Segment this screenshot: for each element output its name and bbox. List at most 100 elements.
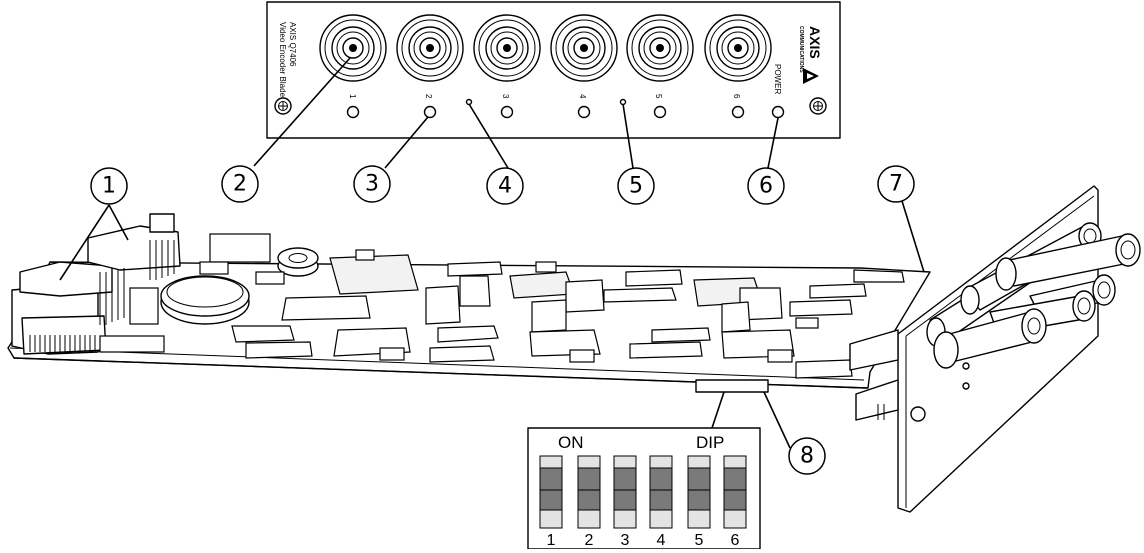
bnc-connector-1 <box>319 14 387 82</box>
chip <box>425 285 461 325</box>
channel-label-3: 3 <box>501 94 510 99</box>
dip-switch-box <box>527 427 761 550</box>
dip-number-1: 1 <box>547 532 556 549</box>
chip <box>329 254 419 295</box>
svg-text:4: 4 <box>498 174 512 199</box>
axis-logo: AXIS COMMUNICATIONS <box>798 26 823 84</box>
channel-label-1: 1 <box>348 94 357 99</box>
chip <box>245 341 313 359</box>
coin-battery <box>160 275 250 325</box>
screw-icon <box>809 97 827 115</box>
reset-button-hole <box>619 98 627 106</box>
leader-lines <box>59 57 925 281</box>
chip <box>625 269 683 287</box>
chip <box>565 279 605 313</box>
edge-connector <box>11 213 181 355</box>
svg-text:AXIS: AXIS <box>807 26 823 59</box>
chip <box>795 359 853 379</box>
dip-label: DIP <box>696 433 724 452</box>
chip <box>767 349 793 363</box>
status-led-6 <box>731 105 745 119</box>
dip-number-2: 2 <box>585 532 594 549</box>
dip-on-label: ON <box>558 433 584 452</box>
leader-line <box>763 391 791 449</box>
chip <box>429 345 495 363</box>
channel-label-2: 2 <box>424 94 433 99</box>
circuit-board <box>7 213 931 393</box>
status-led-2 <box>423 105 437 119</box>
chip <box>231 325 295 343</box>
model-name-label: AXIS Q7406 <box>288 22 297 67</box>
svg-text:1: 1 <box>102 174 116 199</box>
power-led <box>771 105 785 119</box>
svg-text:2: 2 <box>233 172 247 197</box>
svg-text:7: 7 <box>889 172 903 197</box>
bnc-connector-4 <box>550 14 618 82</box>
dip-switch-4 <box>649 455 673 529</box>
svg-text:5: 5 <box>629 174 643 199</box>
chip <box>795 317 819 329</box>
chip <box>437 325 499 343</box>
chip <box>651 327 711 343</box>
callout-6: 6 <box>747 167 785 205</box>
svg-text:3: 3 <box>365 172 379 197</box>
channel-label-5: 5 <box>654 94 663 99</box>
bnc-connector-6 <box>704 14 772 82</box>
model-description-label: Video Encoder Blade <box>278 22 287 98</box>
dip-number-4: 4 <box>657 532 666 549</box>
status-led-1 <box>346 105 360 119</box>
chip <box>629 341 703 359</box>
status-led-5 <box>653 105 667 119</box>
chip <box>447 261 503 277</box>
chip <box>531 299 567 333</box>
chip <box>209 233 271 263</box>
chip <box>255 271 285 285</box>
bnc-side-connector <box>995 233 1141 291</box>
chip <box>509 271 575 299</box>
channel-label-6: 6 <box>732 94 741 99</box>
status-led-3 <box>500 105 514 119</box>
chip <box>809 283 867 299</box>
chip <box>99 335 165 353</box>
dip-number-3: 3 <box>621 532 630 549</box>
callout-1: 1 <box>90 167 128 205</box>
chip <box>199 261 229 275</box>
callout-3: 3 <box>353 165 391 203</box>
chip <box>459 275 491 307</box>
side-bracket <box>849 185 1141 513</box>
screw-icon <box>910 406 926 422</box>
dip-switch-5 <box>687 455 711 529</box>
svg-text:6: 6 <box>759 174 773 199</box>
screw-icon <box>274 97 292 115</box>
channel-label-4: 4 <box>578 94 587 99</box>
dip-switch-6 <box>723 455 747 529</box>
chip <box>721 301 751 333</box>
dip-switch-1 <box>539 455 563 529</box>
reset-button-hole <box>465 98 473 106</box>
chip <box>569 349 595 363</box>
power-label: POWER <box>773 64 782 94</box>
callout-7: 7 <box>877 165 915 203</box>
front-panel: AXIS Q7406 Video Encoder Blade AXIS COMM… <box>266 1 841 139</box>
dip-number-5: 5 <box>695 532 704 549</box>
bnc-connector-3 <box>473 14 541 82</box>
callout-8: 8 <box>788 437 826 475</box>
inductor <box>277 247 319 277</box>
callout-4: 4 <box>486 167 524 205</box>
chip <box>853 269 905 283</box>
chip <box>379 347 405 361</box>
svg-text:COMMUNICATIONS: COMMUNICATIONS <box>798 26 804 73</box>
dip-switch-3 <box>613 455 637 529</box>
callout-5: 5 <box>617 167 655 205</box>
dip-switch-component <box>695 379 769 393</box>
dip-switch-detail: ON DIP <box>527 391 791 550</box>
status-led-4 <box>577 105 591 119</box>
dip-number-6: 6 <box>731 532 740 549</box>
chip <box>129 287 159 325</box>
dip-switch-2 <box>577 455 601 529</box>
chip <box>281 295 371 321</box>
chip <box>789 299 853 317</box>
leader-line <box>711 391 725 429</box>
